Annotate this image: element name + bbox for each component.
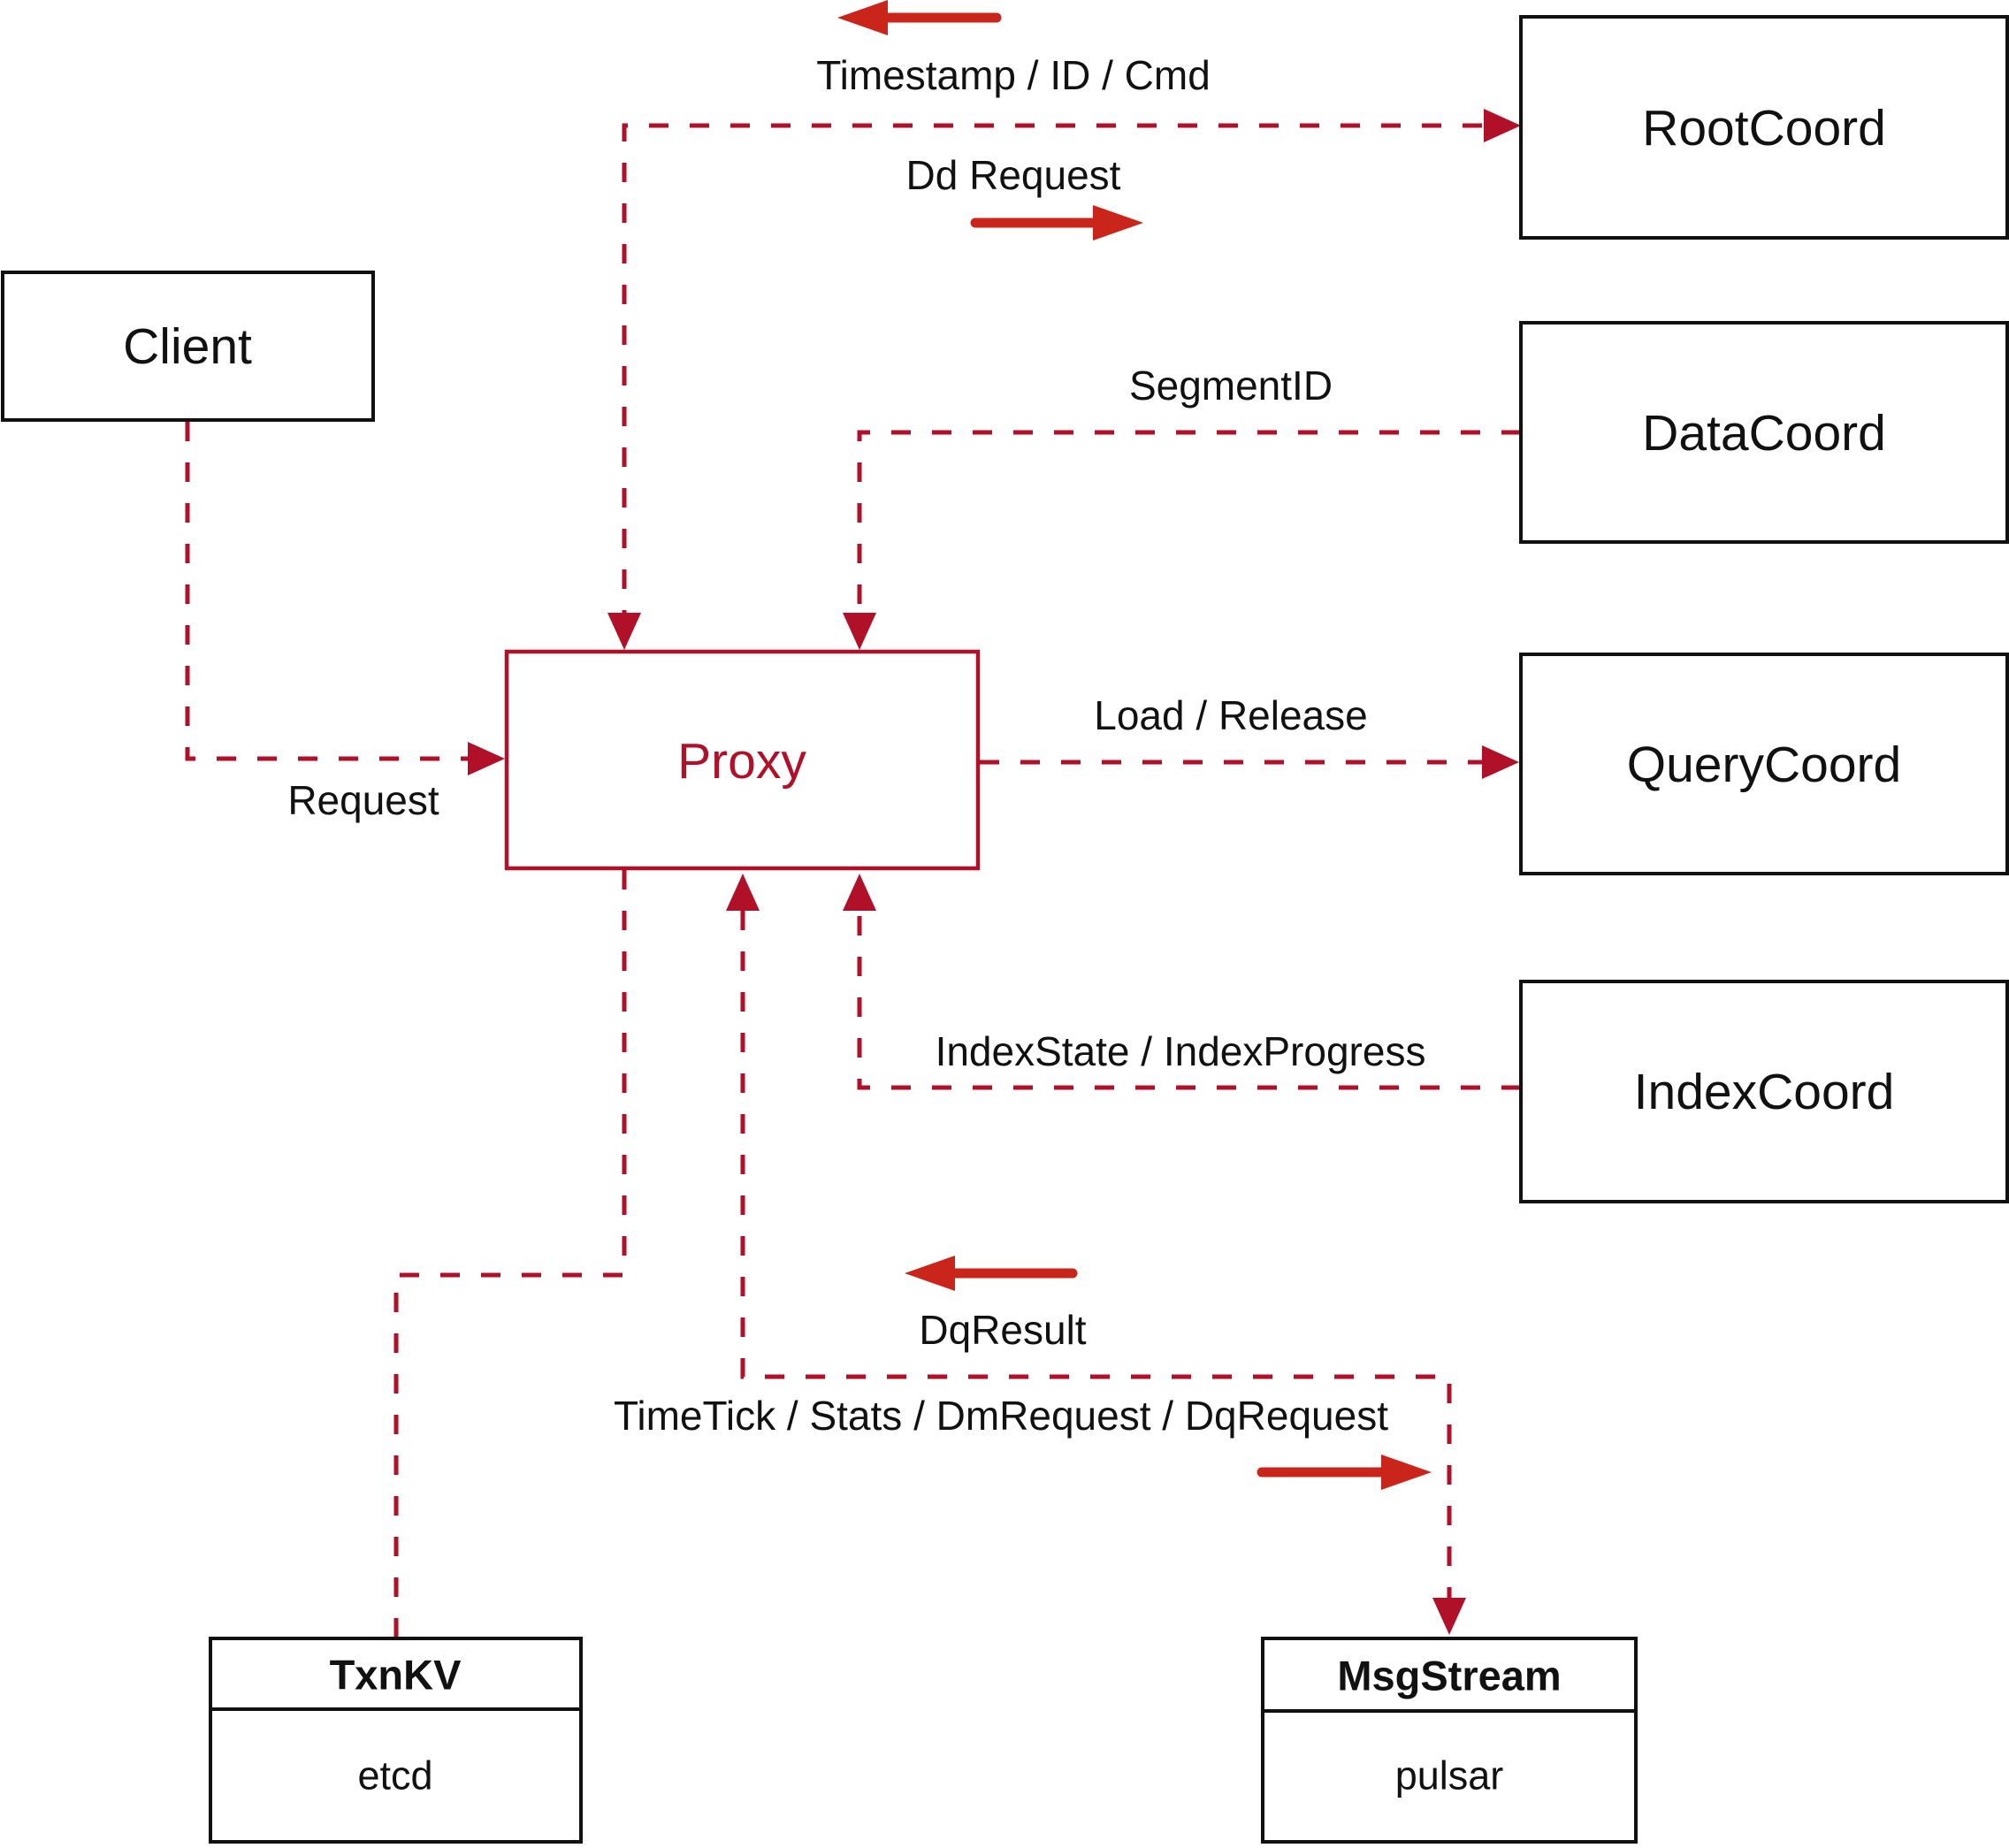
msgstream-rect — [1261, 1637, 1638, 1844]
proxy-txnkv-path — [393, 870, 627, 1637]
timestamp-return-arrow — [837, 0, 1002, 35]
arrowhead-into-rootcoord-icon — [1484, 109, 1521, 142]
txnkv-box: TxnKV etcd — [209, 1637, 583, 1844]
edge-datacoord-proxy — [843, 430, 1521, 650]
rootcoord-label: RootCoord — [1642, 100, 1886, 157]
proxy-rootcoord-path — [622, 123, 1482, 613]
datacoord-rect — [1519, 321, 2009, 544]
datacoord-box: DataCoord — [1519, 321, 2009, 544]
txnkv-title: TxnKV — [330, 1652, 462, 1699]
indexcoord-box: IndexCoord — [1519, 980, 2009, 1203]
edge-indexcoord-proxy — [843, 874, 1521, 1090]
querycoord-rect — [1519, 653, 2009, 875]
proxy-box: Proxy — [504, 649, 981, 871]
msgstream-subtitle: pulsar — [1395, 1753, 1504, 1798]
arrowhead-into-proxy-top-left-icon — [607, 613, 641, 650]
arrow-left-icon — [837, 0, 888, 35]
edge-label-timetick: TimeTick / Stats / DmRequest / DqRequest — [614, 1393, 1388, 1439]
txnkv-rect — [209, 1637, 583, 1844]
proxy-label: Proxy — [677, 733, 806, 790]
indexcoord-proxy-path — [857, 911, 1521, 1090]
edge-label-dd-request: Dd Request — [906, 152, 1121, 198]
edge-client-proxy — [185, 422, 505, 775]
arrowhead-into-proxy-bottom-center-icon — [726, 874, 760, 911]
edge-label-request: Request — [287, 777, 439, 823]
arrow-right-icon — [1093, 205, 1143, 241]
querycoord-label: QueryCoord — [1627, 737, 1901, 793]
proxy-msgstream-path — [740, 911, 1452, 1598]
edge-label-timestamp: Timestamp / ID / Cmd — [816, 52, 1211, 98]
client-label: Client — [123, 318, 252, 375]
txnkv-subtitle: etcd — [357, 1753, 432, 1798]
client-rect — [1, 271, 375, 422]
indexcoord-rect — [1519, 980, 2009, 1203]
arrow-right-icon — [1381, 1455, 1432, 1490]
arrowhead-into-msgstream-icon — [1432, 1598, 1466, 1635]
querycoord-box: QueryCoord — [1519, 653, 2009, 875]
datacoord-proxy-path — [857, 430, 1521, 613]
edge-label-load-release: Load / Release — [1094, 692, 1367, 738]
arrowhead-into-querycoord-icon — [1482, 745, 1519, 779]
arrowhead-into-proxy-bottom-right-icon — [843, 874, 876, 911]
dqresult-return-arrow — [905, 1256, 1078, 1291]
edge-label-segmentid: SegmentID — [1129, 363, 1333, 409]
edge-proxy-txnkv — [393, 870, 627, 1637]
rootcoord-box: RootCoord — [1519, 15, 2009, 240]
rootcoord-rect — [1519, 15, 2009, 240]
indexcoord-label: IndexCoord — [1634, 1064, 1895, 1120]
datacoord-label: DataCoord — [1642, 405, 1886, 462]
arrow-left-icon — [905, 1256, 955, 1291]
client-box: Client — [1, 271, 375, 422]
proxy-rect — [504, 649, 981, 871]
arrowhead-into-proxy-top-right-icon — [843, 613, 876, 650]
edge-proxy-msgstream — [726, 874, 1466, 1635]
edge-proxy-querycoord — [980, 745, 1519, 779]
msgstream-box: MsgStream pulsar — [1261, 1637, 1638, 1844]
dd-request-arrow — [970, 205, 1143, 241]
edge-label-indexstate: IndexState / IndexProgress — [936, 1028, 1426, 1074]
edge-label-dqresult: DqResult — [919, 1307, 1086, 1353]
edge-proxy-rootcoord — [607, 109, 1521, 650]
client-proxy-path — [185, 422, 470, 761]
timetick-request-arrow — [1257, 1455, 1432, 1490]
arrowhead-into-proxy-left-icon — [468, 742, 505, 775]
msgstream-title: MsgStream — [1337, 1653, 1561, 1699]
